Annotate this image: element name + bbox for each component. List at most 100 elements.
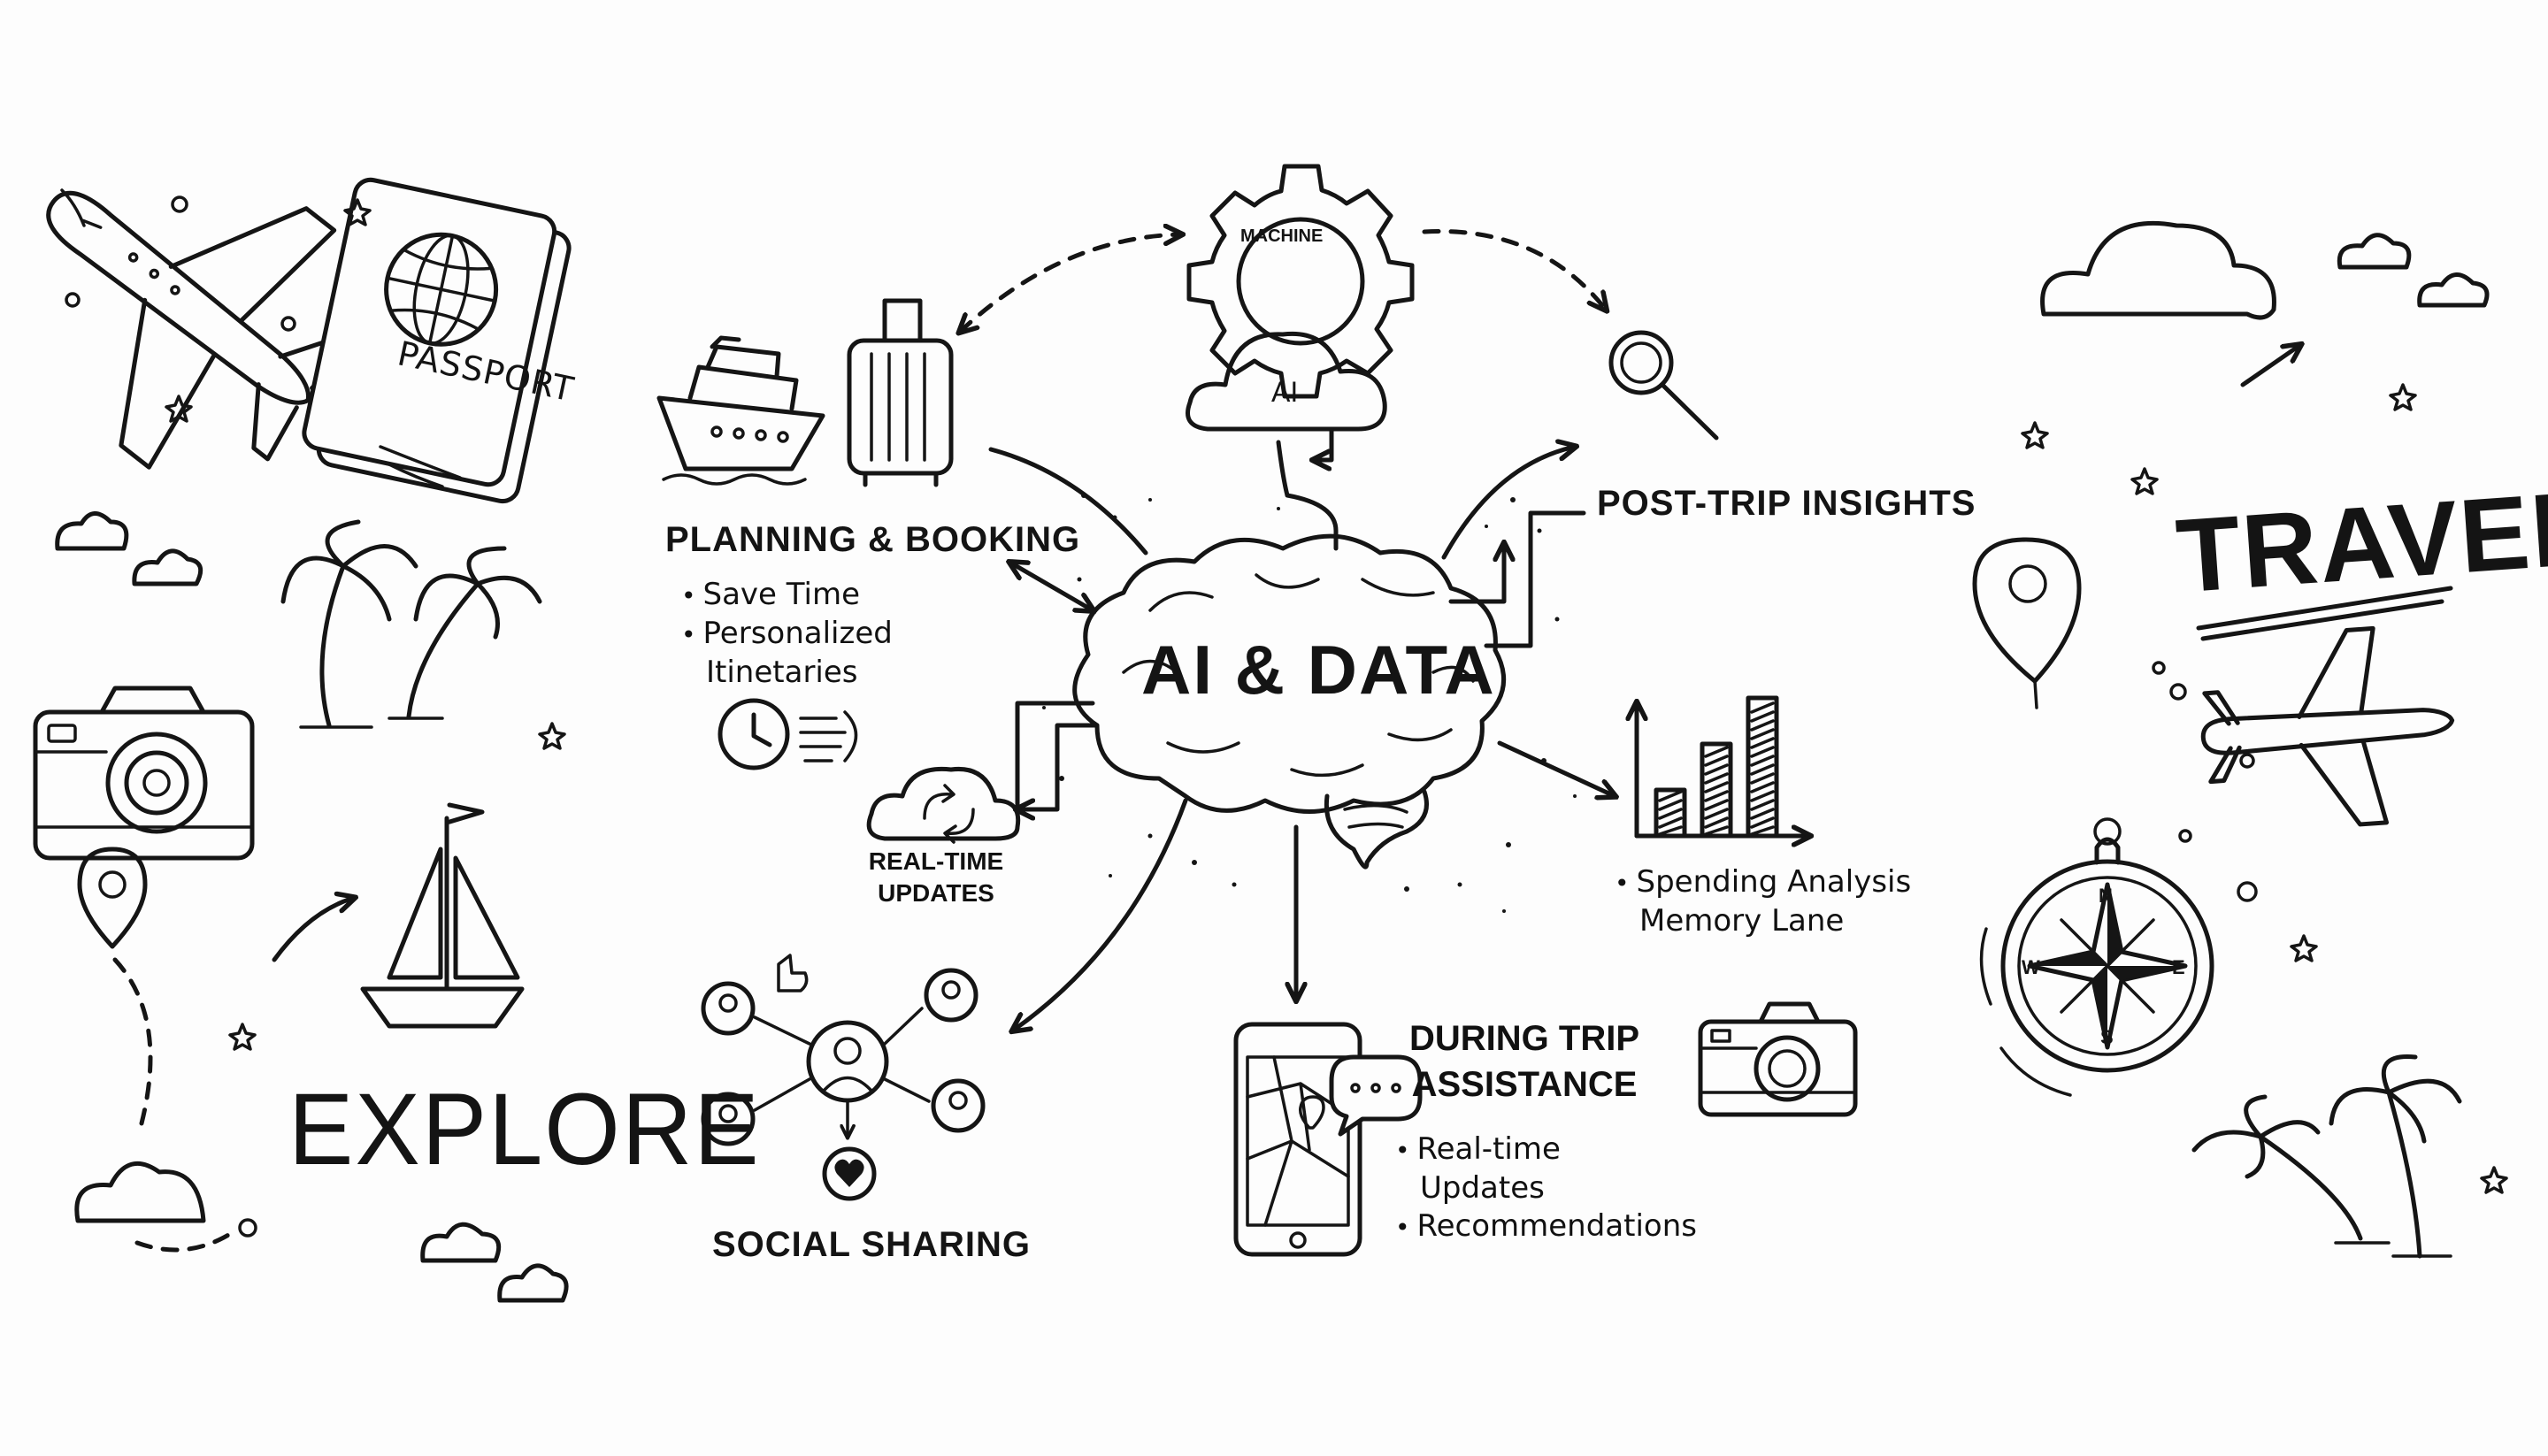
arrow-to-realtime bbox=[1017, 723, 1100, 809]
map-pin-icon bbox=[1972, 537, 2082, 709]
cloud-icon bbox=[2417, 272, 2490, 308]
dashed-path bbox=[134, 1231, 233, 1253]
star-icon bbox=[2389, 383, 2417, 411]
star-icon bbox=[228, 1023, 257, 1051]
chart-bar-hatch bbox=[1750, 790, 1775, 802]
arrow-to-social bbox=[1013, 798, 1188, 1031]
bullet-item: •Real-time bbox=[1395, 1131, 1561, 1167]
compass-n: N bbox=[2099, 885, 2113, 907]
bullet-item: •Recommendations bbox=[1395, 1208, 1697, 1244]
chart-bar-hatch bbox=[1658, 808, 1683, 820]
cloud-icon bbox=[2337, 233, 2412, 270]
social-network-icon bbox=[701, 954, 986, 1201]
suitcase-icon bbox=[847, 298, 954, 487]
gear-label: MACHINE bbox=[1240, 226, 1324, 246]
cruise-ship-icon bbox=[656, 335, 825, 486]
chart-bar-hatch bbox=[1750, 755, 1775, 767]
chart-bar-hatch bbox=[1750, 799, 1775, 811]
arrow-to-planning bbox=[988, 447, 1148, 556]
dot-decoration bbox=[171, 195, 188, 213]
chart-bar-hatch bbox=[1704, 790, 1729, 802]
compass-icon bbox=[1979, 817, 2214, 1097]
airplane-icon bbox=[2200, 625, 2455, 827]
star-icon bbox=[343, 198, 372, 226]
dot-decoration bbox=[2178, 829, 2192, 843]
connector-insights bbox=[1484, 510, 1586, 648]
cloud-icon bbox=[55, 511, 129, 551]
cloud-icon bbox=[497, 1263, 569, 1303]
chart-bar-hatch bbox=[1704, 772, 1729, 785]
phone-map-icon bbox=[1233, 1022, 1423, 1257]
during-trip-line-2: ASSISTANCE bbox=[1411, 1065, 1638, 1104]
chart-bar-hatch bbox=[1704, 825, 1729, 836]
star-icon bbox=[2290, 934, 2318, 962]
chart-bar-hatch bbox=[1704, 781, 1729, 793]
motion-lines bbox=[379, 445, 462, 488]
arrow-planning-brain bbox=[1010, 563, 1093, 610]
chart-bar-hatch bbox=[1704, 808, 1729, 820]
arrow-icon bbox=[272, 898, 354, 962]
realtime-label: REAL-TIME UPDATES bbox=[865, 846, 1007, 909]
bar-chart bbox=[1637, 695, 1809, 839]
gear-icon bbox=[1186, 164, 1415, 399]
chart-bar-hatch bbox=[1658, 799, 1683, 811]
chart-bar bbox=[1654, 787, 1687, 839]
bullet-item: •Spending Analysis bbox=[1615, 864, 1912, 900]
planning-bullets: •Save Time •Personalized Itinetaries bbox=[681, 576, 893, 692]
post-trip-heading: POST-TRIP INSIGHTS bbox=[1597, 484, 1976, 523]
arrow-up-small bbox=[1448, 544, 1504, 604]
bullet-item: Itinetaries bbox=[706, 655, 858, 690]
chart-bar-hatch bbox=[1704, 763, 1729, 776]
magnifier-icon bbox=[1608, 330, 1719, 441]
during-trip-label: DURING TRIP ASSISTANCE bbox=[1405, 1015, 1644, 1107]
dot-decoration bbox=[2237, 881, 2258, 902]
realtime-line-2: UPDATES bbox=[878, 879, 994, 907]
star-icon bbox=[165, 395, 193, 423]
dot-decoration bbox=[2152, 661, 2166, 675]
motion-lines bbox=[60, 188, 86, 227]
star-icon bbox=[538, 722, 566, 750]
cloud-icon bbox=[2040, 220, 2276, 320]
ai-cloud-icon bbox=[1186, 331, 1387, 551]
arrow-to-insights bbox=[1441, 447, 1575, 560]
clock-icon bbox=[718, 698, 858, 770]
chart-bar-hatch bbox=[1750, 808, 1775, 820]
compass-s: S bbox=[2100, 1026, 2114, 1048]
travel-underline bbox=[2196, 586, 2453, 641]
star-icon bbox=[2480, 1166, 2508, 1194]
palm-tree-icon bbox=[2191, 1054, 2462, 1259]
chart-bar-hatch bbox=[1750, 701, 1775, 714]
airplane-icon bbox=[46, 190, 357, 470]
chart-bar-hatch bbox=[1750, 746, 1775, 758]
chart-bar-hatch bbox=[1704, 755, 1729, 767]
dashed-arc-right bbox=[1422, 229, 1606, 310]
arrow-to-chart bbox=[1497, 740, 1615, 796]
arrow-icon bbox=[2240, 345, 2300, 387]
chart-bar-hatch bbox=[1750, 781, 1775, 793]
chart-bar-hatch bbox=[1750, 763, 1775, 776]
chart-bar bbox=[1700, 741, 1733, 839]
dot-decoration bbox=[238, 1218, 257, 1238]
bullet-item: Updates bbox=[1420, 1170, 1545, 1206]
compass-e: E bbox=[2172, 956, 2185, 978]
explore-label: EXPLORE bbox=[288, 1071, 761, 1187]
chart-bar-hatch bbox=[1658, 816, 1683, 829]
brain-title: AI & DATA bbox=[1141, 631, 1496, 709]
cloud-icon bbox=[420, 1222, 502, 1263]
map-pin-icon bbox=[77, 847, 153, 1126]
chart-bar-hatch bbox=[1750, 728, 1775, 740]
sailboat-icon bbox=[360, 802, 525, 1029]
during-trip-bullets: •Real-time Updates •Recommendations bbox=[1395, 1130, 1697, 1246]
chart-bar-hatch bbox=[1704, 799, 1729, 811]
chart-bar-hatch bbox=[1658, 790, 1683, 802]
chart-bar-hatch bbox=[1704, 746, 1729, 758]
star-icon bbox=[2130, 467, 2159, 495]
star-icon bbox=[2021, 421, 2049, 449]
sync-cloud-icon bbox=[866, 766, 1021, 844]
dot-decoration bbox=[65, 292, 81, 308]
cloud-icon bbox=[74, 1161, 206, 1223]
chart-bar-hatch bbox=[1750, 737, 1775, 749]
planning-heading: PLANNING & BOOKING bbox=[665, 520, 1081, 559]
